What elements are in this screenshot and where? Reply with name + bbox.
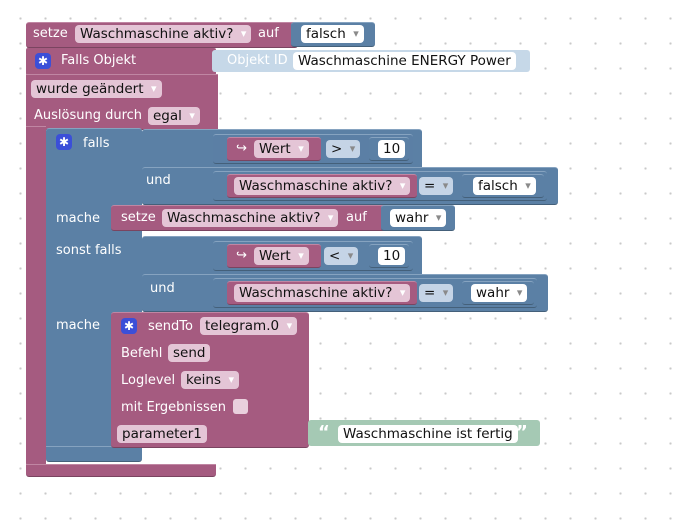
variable-dropdown-1[interactable]: Waschmaschine aktiv? <box>234 177 411 195</box>
operator-dropdown-eq-2[interactable]: = <box>419 284 454 302</box>
mache-label-2: mache <box>56 318 101 333</box>
value-dropdown-2[interactable]: Wert <box>254 247 309 265</box>
ausloesung-label: Auslösung durch <box>34 108 143 123</box>
set-auf-label: auf <box>258 26 279 41</box>
loglevel-label: Loglevel <box>121 373 176 388</box>
sonst-falls-label: sonst falls <box>56 243 122 258</box>
befehl-field[interactable]: send <box>168 344 211 362</box>
number-field-1[interactable]: 10 <box>378 140 406 158</box>
set-true-keyword: setze <box>121 210 156 225</box>
set-keyword: setze <box>33 26 68 41</box>
arrow-icon: ↪ <box>236 248 247 263</box>
quote-open-icon: “ <box>318 422 330 443</box>
bool-dropdown-falsch-2[interactable]: falsch <box>473 177 536 195</box>
trigger-block-left-bar[interactable] <box>26 126 46 466</box>
ausloesung-dropdown[interactable]: egal <box>148 107 200 125</box>
gear-icon[interactable]: ✱ <box>56 134 72 150</box>
bool-dropdown-wahr[interactable]: wahr <box>390 209 447 227</box>
set-variable-dropdown[interactable]: Waschmaschine aktiv? <box>75 25 252 43</box>
bool-dropdown-wahr-2[interactable]: wahr <box>471 284 528 302</box>
bool-dropdown-falsch[interactable]: falsch <box>301 25 364 43</box>
befehl-label: Befehl <box>121 346 163 361</box>
trigger-block-bottom[interactable] <box>26 464 216 477</box>
und-label-2[interactable]: und <box>150 281 175 296</box>
mache-label-1: mache <box>56 211 101 226</box>
sendto-title: sendTo <box>148 319 193 334</box>
operator-dropdown-eq-1[interactable]: = <box>419 177 454 195</box>
gear-icon[interactable]: ✱ <box>121 318 137 334</box>
und-label-1[interactable]: und <box>146 173 171 188</box>
ergebnisse-label: mit Ergebnissen <box>121 400 226 415</box>
ergebnisse-checkbox[interactable] <box>233 399 248 414</box>
operator-dropdown-greater[interactable]: > <box>326 140 361 158</box>
falls-label: falls <box>83 136 110 151</box>
object-id-value[interactable]: Waschmaschine ENERGY Power <box>293 52 516 70</box>
condition-dropdown[interactable]: wurde geändert <box>31 80 162 98</box>
text-field[interactable]: Waschmaschine ist fertig <box>338 425 518 443</box>
value-dropdown-1[interactable]: Wert <box>254 140 309 158</box>
loglevel-dropdown[interactable]: keins <box>181 371 239 389</box>
instance-dropdown[interactable]: telegram.0 <box>200 317 298 335</box>
number-field-2[interactable]: 10 <box>378 247 406 265</box>
operator-dropdown-less[interactable]: < <box>324 247 359 265</box>
if-block-bottom[interactable] <box>46 446 142 462</box>
set-true-variable-dropdown[interactable]: Waschmaschine aktiv? <box>162 209 339 227</box>
trigger-title: Falls Objekt <box>61 53 137 68</box>
quote-close-icon: ” <box>516 422 528 443</box>
gear-icon[interactable]: ✱ <box>35 53 51 69</box>
object-id-label: Objekt ID <box>227 53 288 68</box>
arrow-icon: ↪ <box>236 141 247 156</box>
set-true-auf-label: auf <box>346 210 367 225</box>
variable-dropdown-2[interactable]: Waschmaschine aktiv? <box>234 284 411 302</box>
parameter1-input[interactable]: parameter1 <box>117 425 207 443</box>
